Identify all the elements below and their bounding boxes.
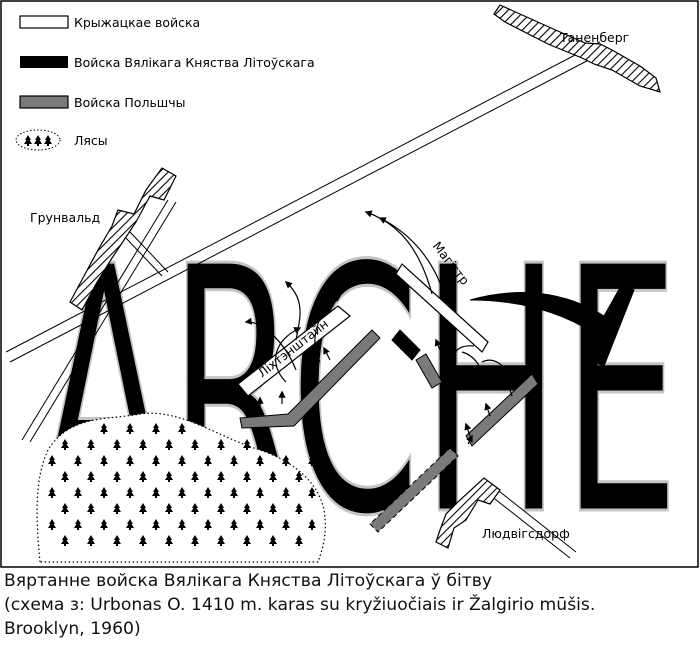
movement-arrows — [244, 210, 514, 445]
label-tannenberg: Таненберг — [559, 30, 629, 45]
legend: Крыжацкае войска Войска Вялікага Княства… — [15, 15, 315, 151]
polish-left-wing — [239, 329, 381, 429]
legend-swatch-lithuania — [20, 56, 68, 68]
battle-map: ARCHE Крыжацкае войска Войска Вялікага К… — [0, 0, 699, 570]
polish-moving-column — [369, 447, 459, 533]
town-tannenberg — [493, 4, 661, 93]
teutonic-master-unit — [395, 263, 489, 353]
legend-swatch-teutonic — [19, 15, 69, 29]
teutonic-lichtenstein-unit — [237, 305, 351, 397]
polish-troops — [239, 329, 539, 533]
legend-label-teutonic: Крыжацкае войска — [74, 15, 200, 30]
legend-label-poland: Войска Польшчы — [74, 95, 186, 110]
caption-line-3: Brooklyn, 1960) — [4, 619, 141, 639]
lithuanian-troops — [391, 283, 635, 367]
legend-swatch-poland — [19, 95, 69, 109]
caption-line-2: (схема з: Urbonas O. 1410 m. karas su kr… — [4, 595, 596, 615]
lithuanian-returning-force — [469, 283, 635, 367]
map-caption: Вяртанне войска Вялікага Княства Літоўск… — [4, 569, 696, 641]
legend-label-forest: Лясы — [74, 133, 108, 148]
label-grunwald: Грунвальд — [30, 210, 100, 225]
teutonic-troops — [237, 263, 489, 397]
forest-area — [36, 412, 326, 563]
legend-label-lithuania: Войска Вялікага Княства Літоўскага — [74, 55, 315, 70]
caption-line-1: Вяртанне войска Вялікага Княства Літоўск… — [4, 571, 493, 591]
polish-center-unit — [415, 353, 443, 389]
polish-right-wing — [465, 373, 539, 447]
town-grunwald — [69, 167, 177, 311]
lithuanian-unit-small — [391, 329, 421, 361]
town-ludwigsdorf — [435, 477, 501, 549]
roads — [5, 41, 605, 559]
label-ludwigsdorf: Людвігсдорф — [482, 526, 570, 541]
legend-swatch-forest — [15, 129, 61, 151]
